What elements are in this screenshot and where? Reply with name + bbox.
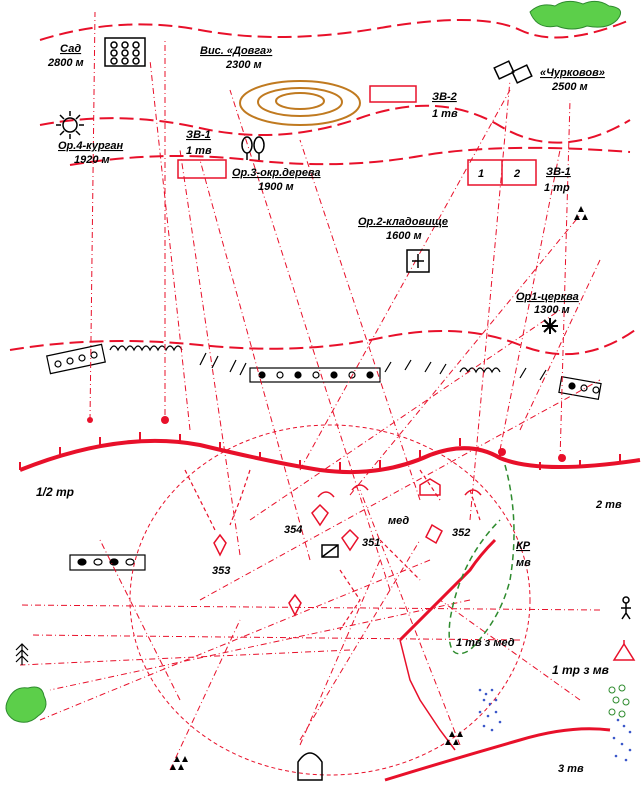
command-post-icon — [321, 544, 339, 558]
zv1-right-cell-1: 1 — [478, 168, 484, 180]
position-352: 352 — [452, 527, 470, 539]
height-dovga-name: Вис. «Довга» — [200, 45, 272, 57]
arch-shelter-icon — [297, 752, 323, 781]
cemetery-cross-icon — [406, 249, 430, 273]
khurkovo-name: «Чурковов» — [540, 67, 605, 79]
orchard-grid-icon — [104, 37, 146, 67]
or3-name: Ор.3-окр.дерева — [232, 167, 321, 179]
reserve-sector — [448, 464, 515, 655]
or2-name: Ор.2-кладовище — [358, 216, 448, 228]
or3-range: 1900 м — [258, 181, 294, 193]
hill-contour-icon — [239, 80, 361, 126]
zv1-right-cell-2: 2 — [513, 168, 520, 180]
friendly-positions — [213, 503, 443, 617]
zv1-left-target-box — [177, 159, 227, 179]
warning-triangle-icon — [612, 640, 636, 661]
or4-range: 1920 м — [74, 154, 110, 166]
orchard-range: 2800 м — [47, 57, 84, 69]
khurkovo-range: 2500 м — [551, 81, 588, 93]
kp-sub: мв — [516, 557, 531, 569]
platoon-mv-label: 1 тр з мв — [552, 663, 609, 677]
height-dovga-range: 2300 м — [225, 59, 262, 71]
mine-cluster-icons — [170, 206, 588, 770]
enemy-line-top — [39, 19, 631, 41]
position-354: 354 — [284, 524, 302, 536]
building-icon — [493, 60, 533, 84]
zv2-name: ЗВ-2 — [432, 91, 457, 103]
zv1-right-target-box — [467, 159, 537, 186]
or1-name: Ор1-церква — [516, 291, 579, 303]
trees-icon — [241, 136, 265, 160]
marsh-blue — [478, 688, 632, 762]
fire-lines — [19, 11, 601, 771]
target-points — [87, 416, 566, 462]
company-3-label: 3 тв — [558, 763, 584, 775]
wire-obstacle — [46, 343, 602, 401]
tree-icon — [15, 643, 29, 665]
person-icon — [621, 596, 631, 620]
zv1-right-name: ЗВ-1 — [546, 166, 571, 178]
fire-zone-ellipse — [129, 424, 531, 776]
medic-label: мед — [388, 515, 409, 527]
zv2-target-box — [369, 85, 417, 103]
tank-with-medic-label: 1 тв з мед — [456, 637, 515, 649]
position-353: 353 — [212, 565, 230, 577]
church-icon — [542, 318, 558, 334]
zv1-left-name: ЗВ-1 — [186, 129, 211, 141]
company-2-label: 2 тв — [595, 499, 622, 511]
scrub-green — [608, 684, 630, 718]
position-351: 351 — [362, 537, 380, 549]
front-line-right — [384, 538, 611, 782]
or4-name: Ор.4-курган — [58, 140, 124, 152]
mound-sun-icon — [56, 111, 84, 139]
zv1-right-unit: 1 тр — [544, 182, 570, 194]
kp-name: КР — [516, 540, 531, 552]
forest-bottom-left — [5, 686, 47, 723]
or1-range: 1300 м — [534, 304, 570, 316]
medic-post-icon — [317, 478, 482, 498]
enemy-line-second — [39, 104, 631, 144]
movement-path — [399, 639, 456, 751]
or2-range: 1600 м — [386, 230, 422, 242]
enemy-line-forward — [9, 329, 636, 356]
orchard-name: Сад — [60, 43, 81, 55]
wire-obstacle-rear — [69, 554, 146, 571]
forest-top-right — [529, 0, 622, 30]
enemy-line-third — [69, 146, 631, 166]
zv1-left-unit: 1 тв — [186, 145, 212, 157]
half-platoon-label: 1/2 тр — [36, 485, 74, 499]
zv2-unit: 1 тв — [432, 108, 458, 120]
